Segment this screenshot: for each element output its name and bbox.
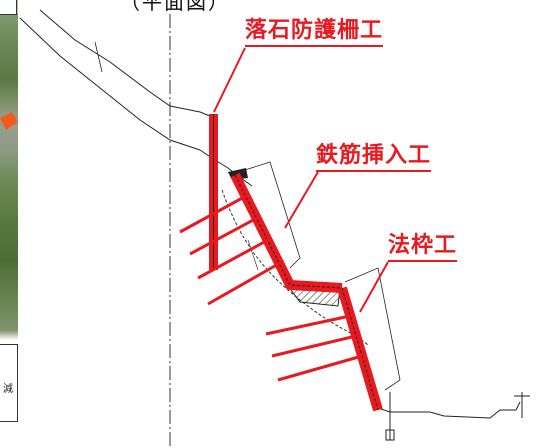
- terrain-curve: [199, 149, 253, 187]
- label-slope-frame: 法枠工: [388, 233, 458, 262]
- leader-slope-frame: [359, 261, 389, 313]
- aerial-photo-image: [0, 0, 18, 448]
- drawing-title: （平面図）: [120, 0, 230, 14]
- label-rebar-insertion-underline: [316, 170, 432, 172]
- leader-rockfall-fence: [213, 47, 246, 113]
- slip-surface-line: [221, 189, 369, 346]
- rebar-nail: [207, 261, 281, 306]
- slope-frame-centerline: [234, 174, 379, 411]
- label-rockfall-fence: 落石防護柵工: [245, 18, 384, 47]
- slope-frame-upper: [230, 172, 343, 293]
- rebar-nail: [189, 216, 258, 256]
- small-annotation-line-2: [247, 239, 259, 271]
- toe-post-base: [385, 429, 395, 441]
- label-rockfall-fence-text: 落石防護柵工: [245, 18, 384, 43]
- leader-rebar-insertion: [284, 171, 319, 229]
- label-rockfall-fence-underline: [245, 45, 384, 47]
- rebar-nail: [179, 194, 247, 234]
- small-annotation-line: [94, 41, 103, 73]
- rebar-nail: [277, 354, 363, 382]
- label-rebar-insertion-text: 鉄筋挿入工: [316, 143, 432, 168]
- toe-drain-line: [377, 401, 521, 419]
- ground-line-lower: [19, 17, 201, 151]
- aerial-photo-caption-frame: [0, 344, 18, 422]
- label-slope-frame-text: 法枠工: [388, 233, 458, 258]
- aerial-caption-text: 減: [3, 384, 13, 395]
- rebar-nail: [197, 238, 269, 280]
- label-rebar-insertion: 鉄筋挿入工: [316, 143, 432, 172]
- location-arrow-icon: [0, 112, 18, 130]
- aerial-photo-strip: [0, 0, 18, 448]
- rebar-nail: [271, 334, 357, 358]
- dimension-line-lower: [344, 267, 401, 391]
- rebar-nail: [265, 314, 351, 336]
- dimension-line-upper: [244, 161, 301, 269]
- label-slope-frame-underline: [388, 260, 458, 262]
- ground-line-upper: [39, 9, 216, 119]
- aerial-photo-top-frame: [0, 0, 17, 15]
- slope-frame-lower: [337, 286, 383, 412]
